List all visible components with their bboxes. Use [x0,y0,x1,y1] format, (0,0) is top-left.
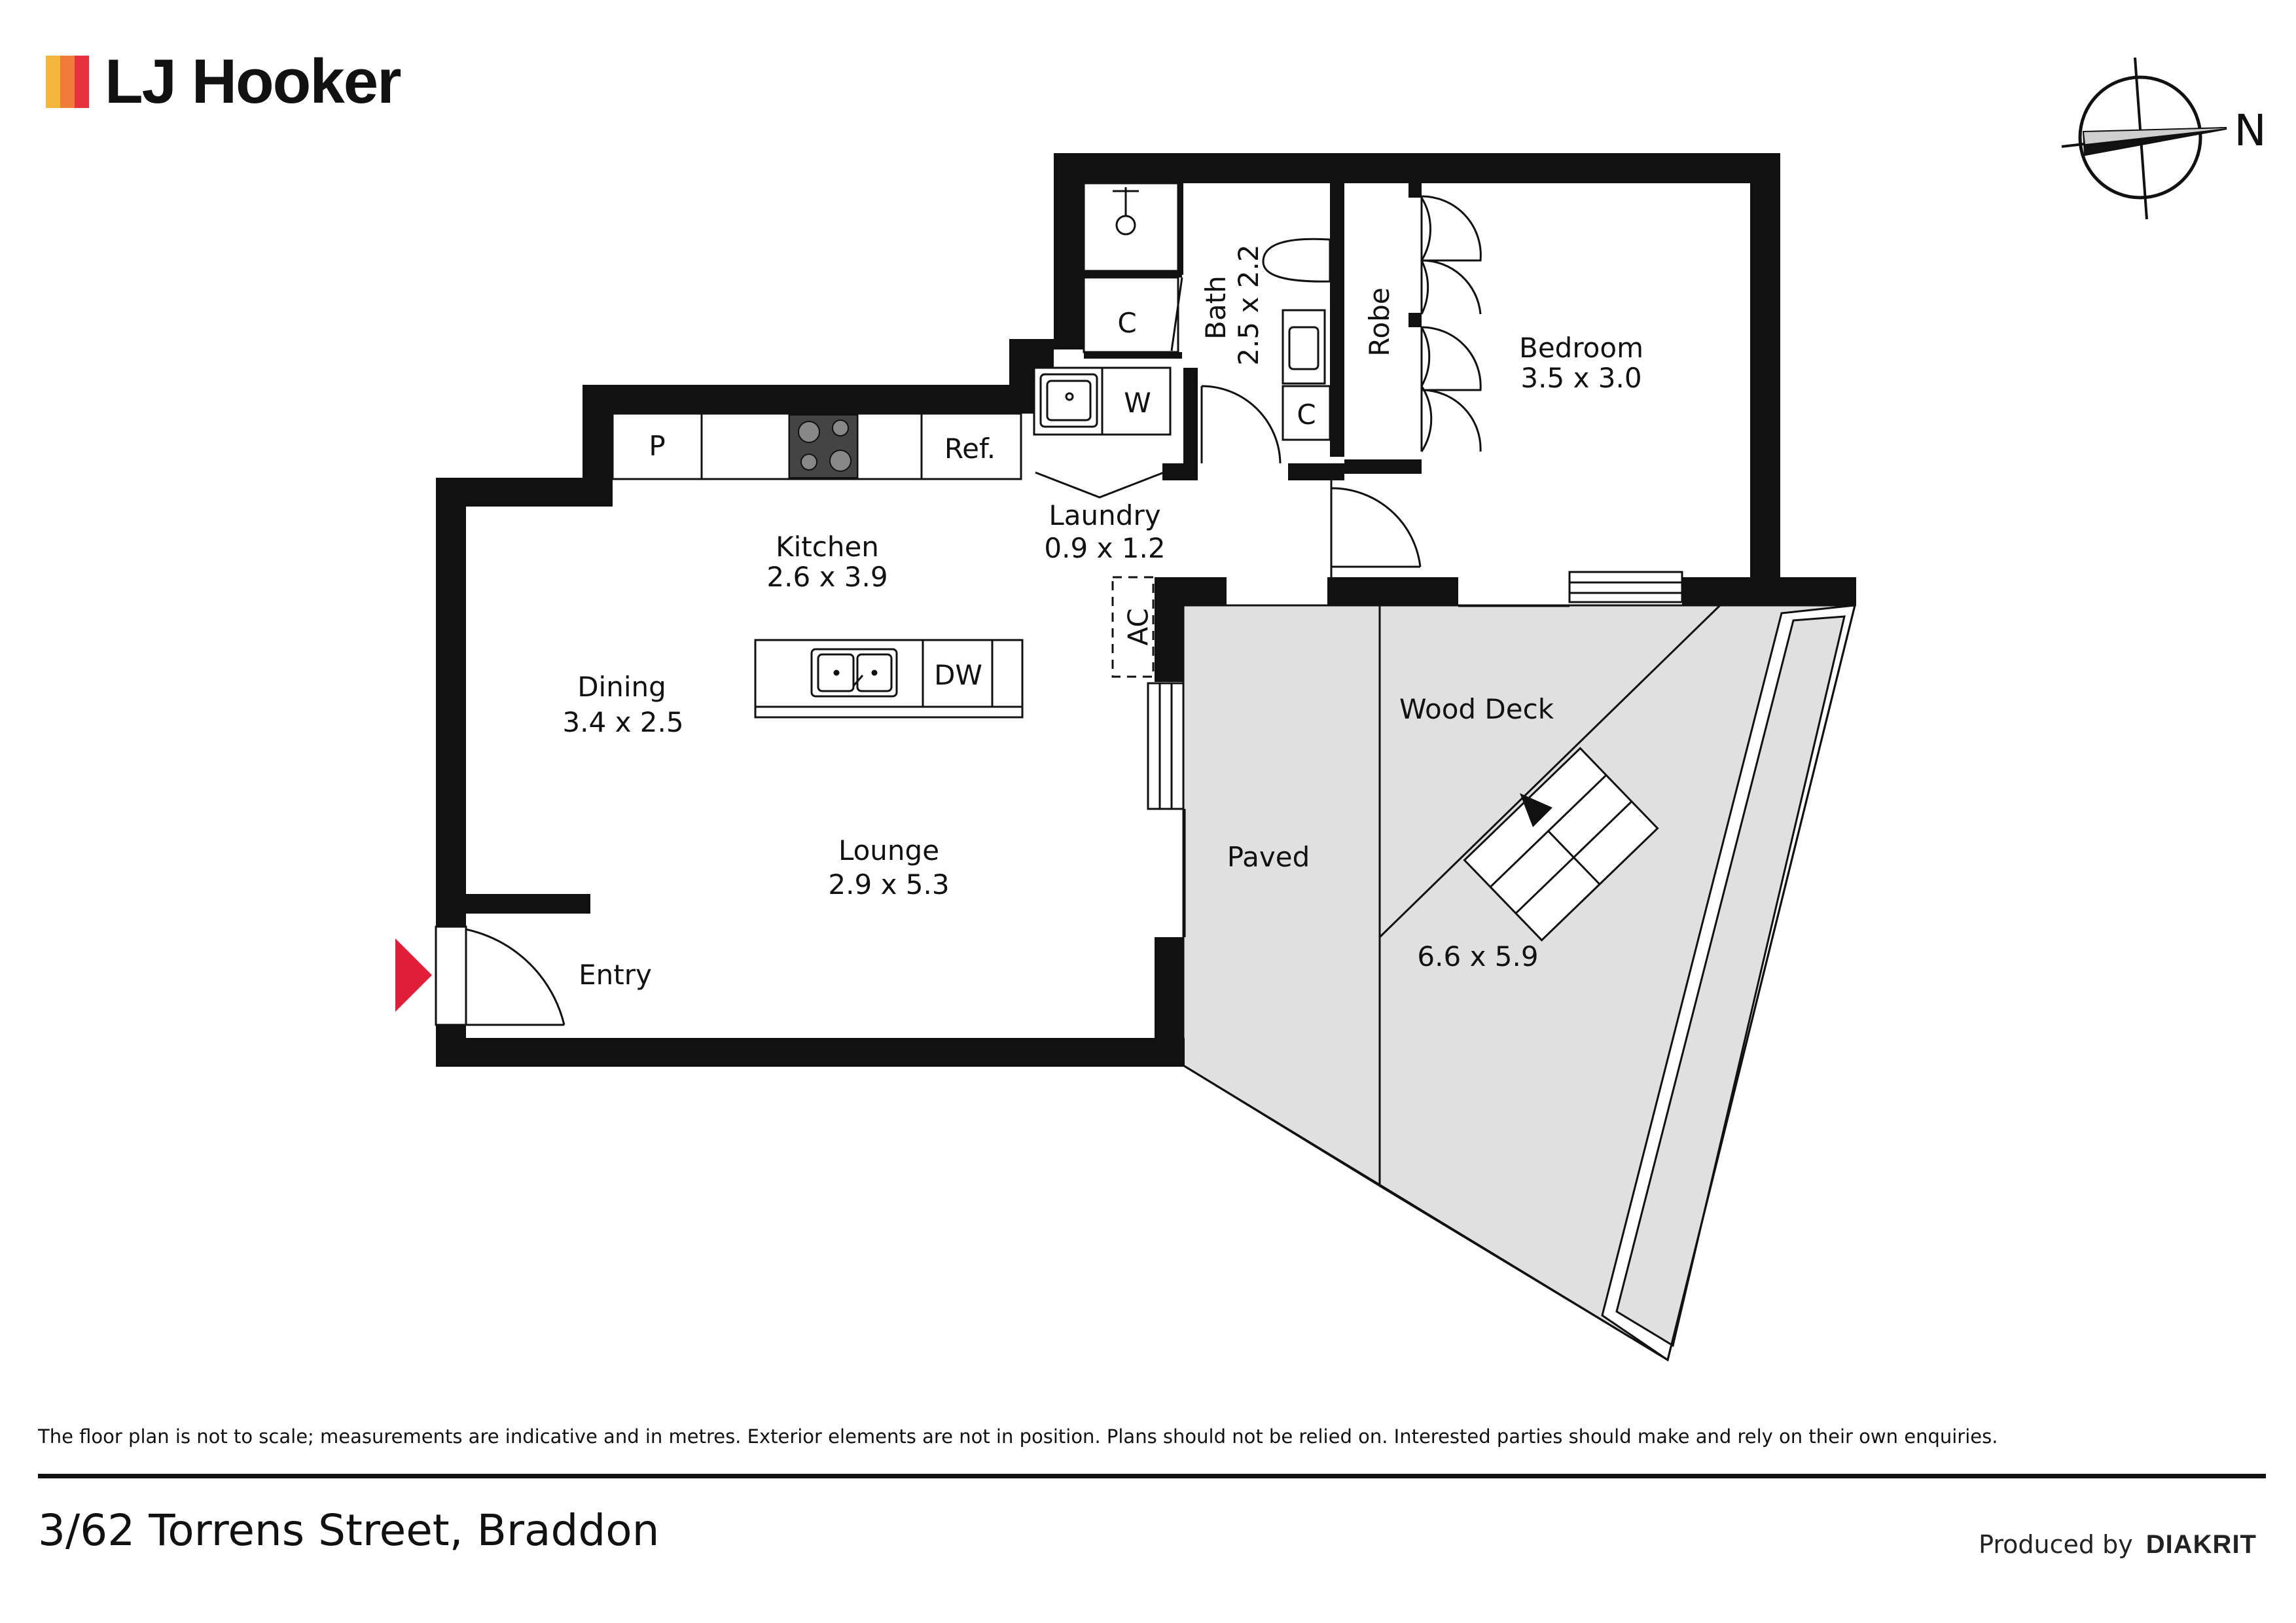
fixture-cupboard-bath-label: C [1117,307,1136,339]
room-robe-name: Robe [1363,287,1395,357]
kitchen-sink-icon [810,648,898,698]
room-wood-deck-size: 6.6 x 5.9 [1417,940,1538,972]
fixture-air-con-label: AC [1122,608,1155,645]
logo-stripe-red [75,56,89,108]
room-bath-size: 2.5 x 2.2 [1232,244,1265,365]
compass-icon [2061,57,2227,220]
logo-stripe-yellow [46,56,60,108]
logo-stripe-orange [60,56,75,108]
room-dining-size: 3.4 x 2.5 [562,706,683,738]
bedroom-window [1568,571,1683,603]
disclaimer-text: The floor plan is not to scale; measurem… [38,1425,1998,1448]
room-lounge-size: 2.9 x 5.3 [828,868,949,901]
fixture-washer-label: W [1124,387,1151,419]
fixture-pantry-label: P [649,430,665,462]
footer-divider [38,1474,2266,1478]
room-bath-name: Bath [1200,276,1232,340]
room-kitchen-name: Kitchen [776,531,879,563]
entry-marker-icon [395,938,432,1012]
brand-logo-mark [46,56,89,108]
room-entry-name: Entry [579,959,652,991]
producer-prefix: Produced by [1979,1530,2133,1559]
bathroom-fixtures [1083,182,1331,441]
producer-credit: Produced by DIAKRIT [1979,1530,2257,1560]
walls [436,153,1856,1067]
room-paved-name: Paved [1227,841,1310,873]
bedroom-door [1330,487,1422,568]
air-con-unit [1111,576,1155,678]
property-address: 3/62 Torrens Street, Braddon [38,1505,660,1556]
deck-steps [1463,747,1659,942]
robe-doors [1420,195,1482,452]
room-lounge-name: Lounge [838,834,939,866]
laundry-fixtures [1033,366,1172,436]
brand-name: LJ Hooker [105,46,401,116]
steps-direction-arrow-icon [1520,793,1552,827]
room-bedroom-size: 3.5 x 3.0 [1520,362,1641,394]
fixture-dishwasher-label: DW [934,659,982,691]
room-laundry-name: Laundry [1049,499,1160,531]
room-kitchen-size: 2.6 x 3.9 [766,561,888,593]
producer-name: DIAKRIT [2145,1530,2257,1559]
compass-north-label: N [2234,105,2266,156]
cooktop-icon [789,414,858,478]
paved-area [1182,604,1381,1188]
lounge-window [1147,682,1185,810]
room-wood-deck-name: Wood Deck [1399,693,1554,725]
fixture-cupboard-vanity-label: C [1297,399,1316,431]
room-laundry-size: 0.9 x 1.2 [1044,532,1165,564]
fixture-fridge-label: Ref. [944,433,996,465]
brand-logo: LJ Hooker [46,46,401,118]
room-bedroom-name: Bedroom [1519,332,1643,364]
room-dining-name: Dining [577,671,666,703]
